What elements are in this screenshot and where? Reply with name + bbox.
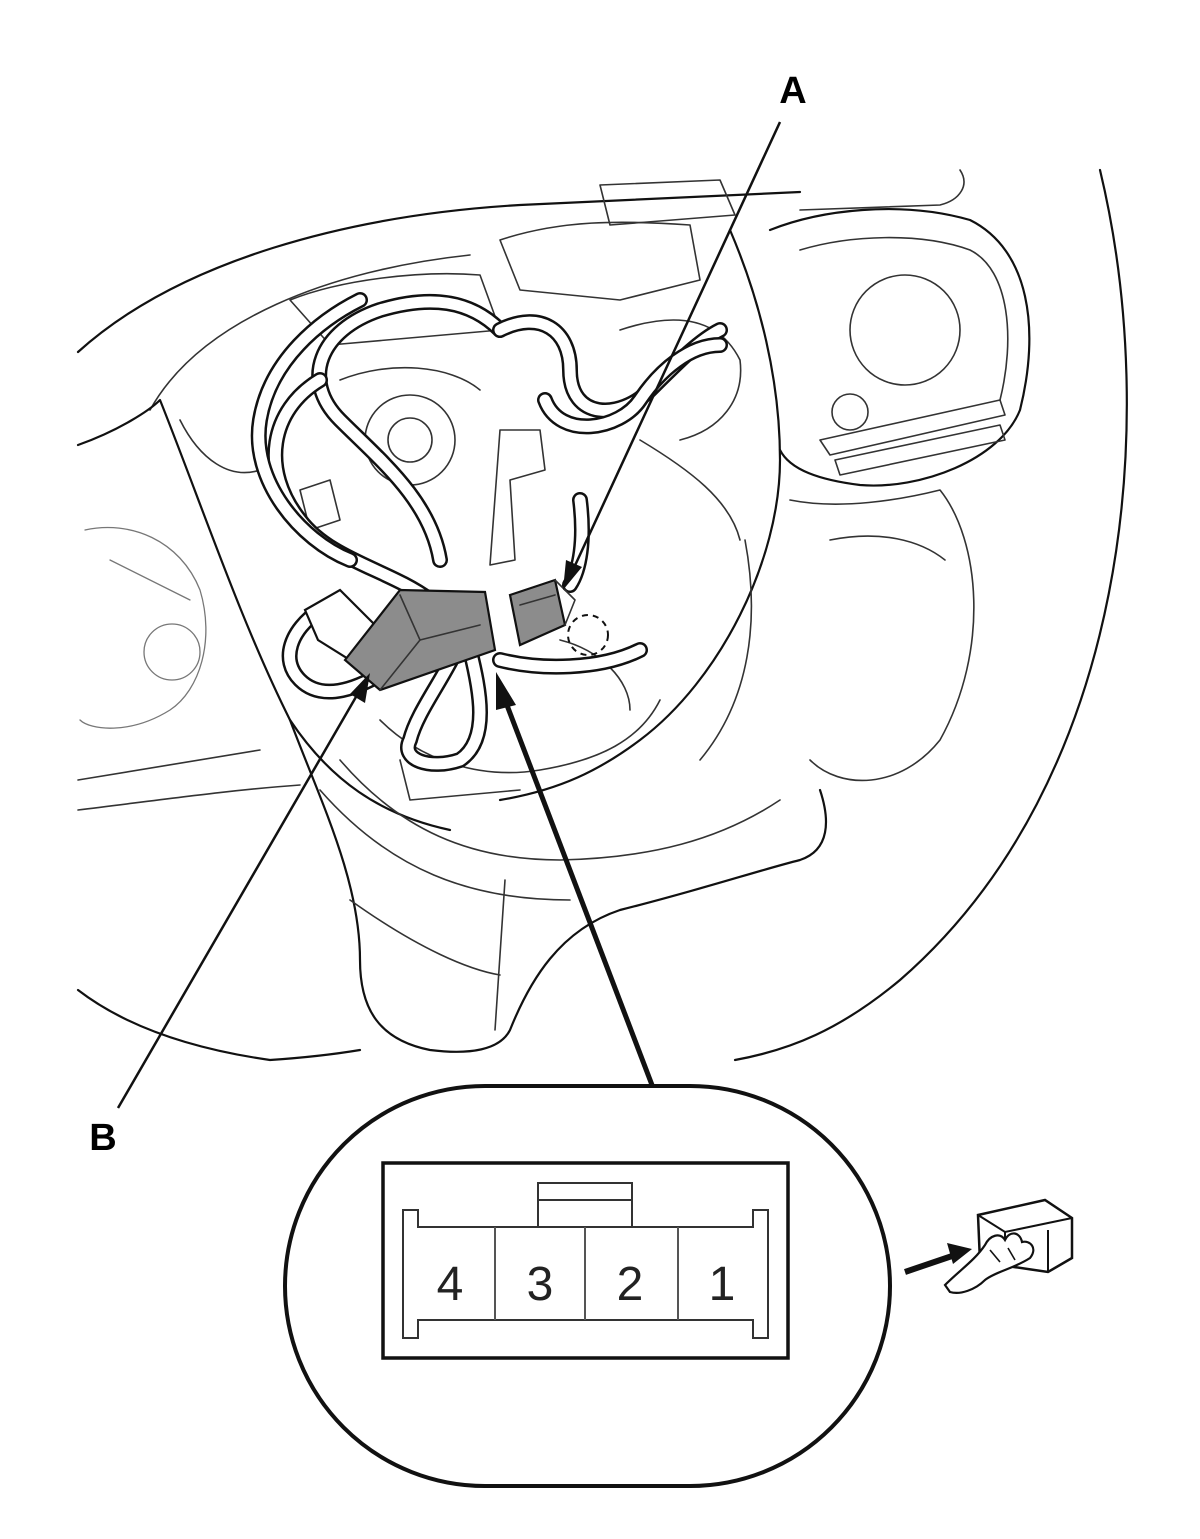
pin-3-label: 3	[527, 1258, 554, 1311]
callout-b-label: B	[89, 1117, 116, 1159]
callout-a-leader	[570, 121, 782, 573]
callout-a: A	[563, 70, 807, 590]
connector-cavity	[402, 1209, 769, 1339]
pin-4-label: 4	[437, 1258, 464, 1311]
connector-face-detail: 4 3 2 1	[283, 1084, 892, 1488]
callout-a-arrowhead	[563, 560, 582, 590]
detail-leader	[496, 672, 655, 1086]
callout-a-label: A	[779, 70, 806, 112]
callout-b: B	[89, 673, 370, 1159]
connector-a	[508, 578, 609, 656]
pin-1-label: 1	[709, 1258, 736, 1311]
detail-leader-arrowhead	[496, 672, 516, 710]
connector-latch	[537, 1182, 633, 1228]
callout-b-leader	[116, 689, 362, 1109]
steering-wheel-illustration	[76, 168, 1128, 1062]
pin-2-label: 2	[617, 1258, 644, 1311]
callout-b-arrowhead	[350, 673, 370, 703]
hand-pushing-connector-icon	[904, 1198, 1074, 1294]
connector-a-lock-circle	[567, 614, 609, 656]
detail-leader-line	[502, 699, 655, 1086]
connector-b	[343, 588, 497, 692]
